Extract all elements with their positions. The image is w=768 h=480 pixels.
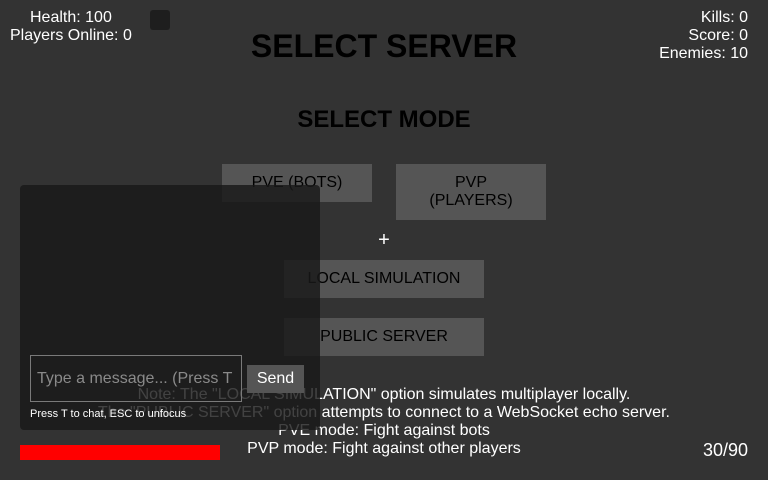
players-online-readout: Players Online: 0 (10, 27, 132, 44)
hud-stats-right: Kills: 0 Score: 0 Enemies: 10 (659, 9, 748, 63)
local-simulation-label: LOCAL SIMULATION (307, 270, 461, 287)
health-bar (20, 445, 220, 460)
health-readout: Health: 100 (30, 9, 112, 26)
pvp-label-line1: PVP (454, 174, 487, 191)
status-indicator (150, 10, 170, 30)
pvp-label-line2: (PLAYERS) (429, 192, 513, 209)
enemies-readout: Enemies: 10 (659, 45, 748, 62)
pvp-players-button[interactable]: PVP (PLAYERS) (396, 164, 546, 220)
hud-stats-left: Health: 100 Players Online: 0 (10, 9, 132, 45)
kills-readout: Kills: 0 (700, 9, 748, 26)
select-mode-title: SELECT MODE (297, 106, 471, 133)
ammo-counter: 30/90 (702, 440, 748, 460)
chat-send-button[interactable]: Send (247, 365, 304, 393)
pvp-players-label: PVP (PLAYERS) (429, 174, 512, 210)
plus-separator: + (378, 229, 390, 251)
score-readout: Score: 0 (688, 27, 748, 44)
chat-hint: Press T to chat, ESC to unfocus (30, 408, 187, 420)
health-bar-fill (20, 445, 220, 460)
chat-input[interactable] (30, 355, 242, 402)
note-pvp: PVP mode: Fight against other players (247, 440, 521, 457)
public-server-label: PUBLIC SERVER (320, 328, 448, 345)
select-server-title: SELECT SERVER (250, 28, 518, 64)
note-pve: PVE mode: Fight against bots (278, 422, 490, 439)
